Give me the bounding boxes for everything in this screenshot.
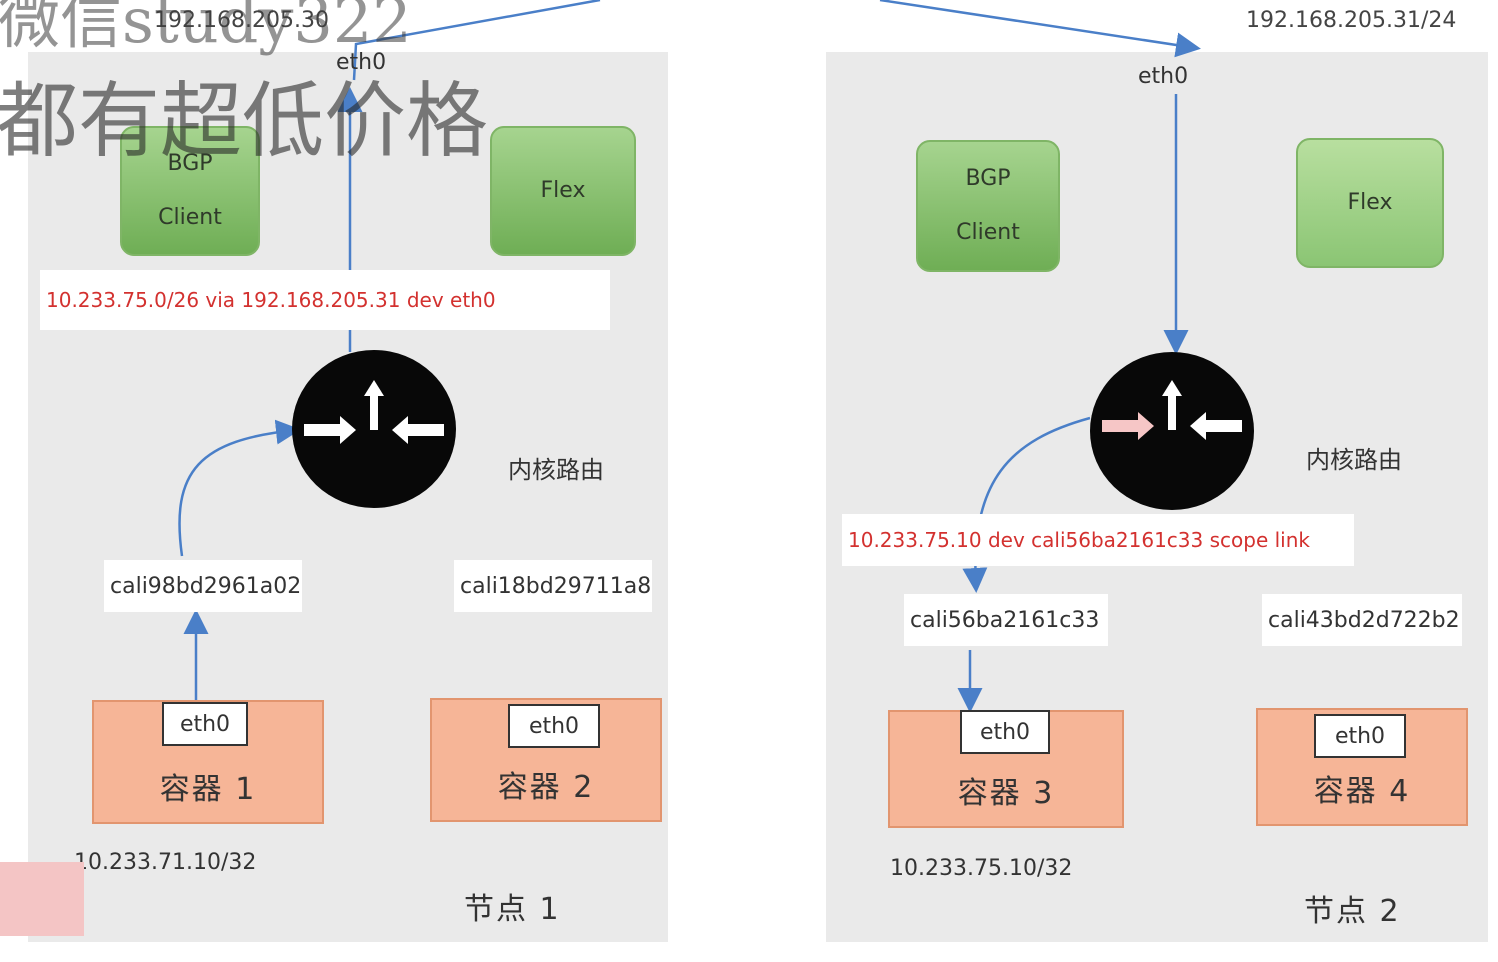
node1-cali-b: cali18bd29711a8 xyxy=(454,560,652,612)
bgp-label: BGP xyxy=(965,166,1011,191)
watermark-line2: 都有超低价格 xyxy=(0,74,489,169)
node2-bgp-client: BGP Client xyxy=(916,140,1060,272)
node2-flex: Flex xyxy=(1296,138,1444,268)
node2-router-label: 内核路由 xyxy=(1306,446,1402,474)
node2-container-3: eth0 容器 3 xyxy=(888,710,1124,828)
node1-bgp-client: BGP Client xyxy=(120,126,260,256)
inter-node-link xyxy=(352,0,601,81)
client-label: Client xyxy=(956,220,1020,245)
node2-eth0-ip: 192.168.205.31/24 xyxy=(1246,8,1457,33)
node1-container-2: eth0 容器 2 xyxy=(430,698,662,822)
node1-cali-to-router xyxy=(178,419,301,557)
node2-eth0-label: eth0 xyxy=(1138,64,1189,89)
container-eth0: eth0 xyxy=(508,704,600,748)
node2-container-4: eth0 容器 4 xyxy=(1256,708,1468,826)
container-name: 容器 4 xyxy=(1313,774,1411,809)
client-label: Client xyxy=(158,205,222,230)
container-eth0: eth0 xyxy=(162,702,248,746)
node2-cali-b: cali43bd2d722b2 xyxy=(1262,594,1462,646)
node1-eth0-label: eth0 xyxy=(336,50,387,75)
router-arrows-icon xyxy=(304,380,444,444)
corner-square xyxy=(0,862,84,936)
node1-container-ip: 10.233.71.10/32 xyxy=(74,850,257,875)
container-name: 容器 1 xyxy=(159,772,257,807)
node2-cali-a: cali56ba2161c33 xyxy=(904,594,1108,646)
node2-router-icon xyxy=(1090,352,1254,510)
container-eth0: eth0 xyxy=(1314,714,1406,758)
node1-eth0-ip: 192.168.205.30 xyxy=(154,8,329,33)
node1-router-icon xyxy=(292,350,456,508)
inter-node-link-right xyxy=(879,0,1201,58)
node1-router-label: 内核路由 xyxy=(508,456,604,484)
container-name: 容器 2 xyxy=(497,770,595,805)
node1-route: 10.233.75.0/26 via 192.168.205.31 dev et… xyxy=(40,270,610,330)
bgp-label: BGP xyxy=(167,151,213,176)
node1-container-1: eth0 容器 1 xyxy=(92,700,324,824)
watermark-line1: 微信study322 xyxy=(0,0,412,57)
container-eth0: eth0 xyxy=(960,710,1050,754)
node1-label: 节点 1 xyxy=(464,892,561,927)
node1-flex: Flex xyxy=(490,126,636,256)
node2-label: 节点 2 xyxy=(1304,894,1401,929)
container-name: 容器 3 xyxy=(957,776,1055,811)
flex-label: Flex xyxy=(1347,190,1393,215)
node1-cali-a: cali98bd2961a02 xyxy=(104,560,302,612)
node2-container-ip: 10.233.75.10/32 xyxy=(890,856,1073,881)
node2-route: 10.233.75.10 dev cali56ba2161c33 scope l… xyxy=(842,514,1354,566)
router-arrows-icon xyxy=(1102,380,1242,440)
flex-label: Flex xyxy=(540,178,586,203)
